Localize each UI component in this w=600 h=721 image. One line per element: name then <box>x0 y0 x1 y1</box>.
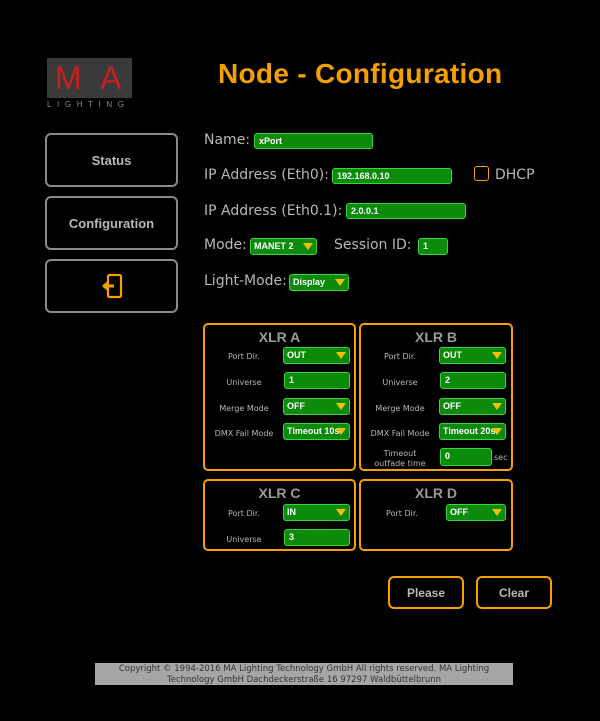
xlr-a-port-dir-value: OUT <box>287 350 306 360</box>
xlr-b-dmx-fail-label: DMX Fail Mode <box>370 429 430 438</box>
xlr-a-panel: XLR A Port Dir. OUT Universe 1 Merge Mod… <box>203 323 356 471</box>
xlr-d-title: XLR D <box>415 485 457 501</box>
xlr-c-universe-input[interactable]: 3 <box>284 529 350 546</box>
status-button[interactable]: Status <box>45 133 178 187</box>
xlr-b-title: XLR B <box>415 329 457 345</box>
logout-icon <box>101 273 122 299</box>
xlr-c-port-dir-value: IN <box>287 507 296 517</box>
chevron-down-icon <box>492 352 502 359</box>
xlr-a-dmx-fail-label: DMX Fail Mode <box>214 429 274 438</box>
xlr-b-dmx-fail-value: Timeout 20s <box>443 426 496 436</box>
xlr-b-timeout-input[interactable]: 0 <box>440 448 492 466</box>
logout-button[interactable] <box>45 259 178 313</box>
xlr-a-dmx-fail-select[interactable]: Timeout 10s <box>283 423 350 440</box>
xlr-a-title: XLR A <box>258 329 301 345</box>
xlr-c-title: XLR C <box>258 485 301 501</box>
footer-line-1: Copyright © 1994-2016 MA Lighting Techno… <box>118 664 490 674</box>
xlr-b-timeout-label-line2: outfade time <box>374 459 426 468</box>
xlr-b-port-dir-select[interactable]: OUT <box>439 347 506 364</box>
ip-eth01-input[interactable]: 2.0.0.1 <box>346 203 466 219</box>
xlr-b-timeout-label: Timeout outfade time <box>363 449 437 469</box>
xlr-a-port-dir-label: Port Dir. <box>228 352 260 361</box>
ip-eth01-label: IP Address (Eth0.1): <box>204 203 343 219</box>
ip-eth0-input[interactable]: 192.168.0.10 <box>332 168 452 184</box>
xlr-a-universe-input[interactable]: 1 <box>284 372 350 389</box>
session-id-input[interactable]: 1 <box>418 238 448 255</box>
xlr-b-port-dir-label: Port Dir. <box>384 352 416 361</box>
xlr-c-panel: XLR C Port Dir. IN Universe 3 <box>203 479 356 551</box>
chevron-down-icon <box>303 243 313 250</box>
logo-subtitle: LIGHTING <box>47 100 130 109</box>
footer-line-2: Technology GmbH Dachdeckerstraße 16 9729… <box>166 674 442 685</box>
logo-letter-m: M <box>54 60 82 96</box>
xlr-b-merge-value: OFF <box>443 401 461 411</box>
chevron-down-icon <box>335 279 345 286</box>
copyright-footer: Copyright © 1994-2016 MA Lighting Techno… <box>95 663 513 685</box>
xlr-a-merge-value: OFF <box>287 401 305 411</box>
xlr-d-port-dir-value: OFF <box>450 507 468 517</box>
name-input[interactable]: xPort <box>254 133 373 149</box>
xlr-a-port-dir-select[interactable]: OUT <box>283 347 350 364</box>
chevron-down-icon <box>492 509 502 516</box>
xlr-a-merge-select[interactable]: OFF <box>283 398 350 415</box>
xlr-c-port-dir-select[interactable]: IN <box>283 504 350 521</box>
dhcp-label: DHCP <box>495 167 535 183</box>
xlr-b-merge-label: Merge Mode <box>375 404 425 413</box>
xlr-b-universe-input[interactable]: 2 <box>440 372 506 389</box>
dhcp-checkbox[interactable] <box>474 166 489 181</box>
please-button-label: Please <box>406 585 446 600</box>
xlr-b-panel: XLR B Port Dir. OUT Universe 2 Merge Mod… <box>359 323 513 471</box>
chevron-down-icon <box>492 428 502 435</box>
please-button[interactable]: Please <box>388 576 464 609</box>
light-mode-select-value: Display <box>293 277 326 287</box>
chevron-down-icon <box>336 509 346 516</box>
ip-eth0-label: IP Address (Eth0): <box>204 167 329 183</box>
xlr-a-merge-label: Merge Mode <box>219 404 269 413</box>
xlr-a-universe-label: Universe <box>226 378 262 387</box>
chevron-down-icon <box>336 428 346 435</box>
chevron-down-icon <box>492 403 502 410</box>
page-title: Node - Configuration <box>218 58 503 89</box>
xlr-b-universe-label: Universe <box>382 378 418 387</box>
mode-label: Mode: <box>204 237 247 253</box>
xlr-b-timeout-label-line1: Timeout <box>383 449 417 458</box>
session-id-label: Session ID: <box>334 237 412 253</box>
xlr-b-port-dir-value: OUT <box>443 350 462 360</box>
clear-button-label: Clear <box>498 585 530 600</box>
xlr-d-port-dir-label: Port Dir. <box>386 509 418 518</box>
light-mode-select[interactable]: Display <box>289 274 349 291</box>
mode-select-value: MANET 2 <box>254 241 294 251</box>
logo-letter-a: A <box>100 60 122 96</box>
xlr-d-panel: XLR D Port Dir. OFF <box>359 479 513 551</box>
status-button-label: Status <box>91 152 132 168</box>
mode-select[interactable]: MANET 2 <box>250 238 317 255</box>
configuration-button-label: Configuration <box>68 215 155 231</box>
chevron-down-icon <box>336 403 346 410</box>
name-label: Name: <box>204 132 251 148</box>
xlr-a-dmx-fail-value: Timeout 10s <box>287 426 340 436</box>
xlr-b-dmx-fail-select[interactable]: Timeout 20s <box>439 423 506 440</box>
xlr-b-timeout-unit: sec <box>494 453 508 462</box>
xlr-d-port-dir-select[interactable]: OFF <box>446 504 506 521</box>
xlr-c-port-dir-label: Port Dir. <box>228 509 260 518</box>
xlr-c-universe-label: Universe <box>226 535 262 544</box>
xlr-b-merge-select[interactable]: OFF <box>439 398 506 415</box>
light-mode-label: Light-Mode: <box>204 273 287 289</box>
ma-logo: M A <box>47 58 132 98</box>
configuration-button[interactable]: Configuration <box>45 196 178 250</box>
chevron-down-icon <box>336 352 346 359</box>
clear-button[interactable]: Clear <box>476 576 552 609</box>
